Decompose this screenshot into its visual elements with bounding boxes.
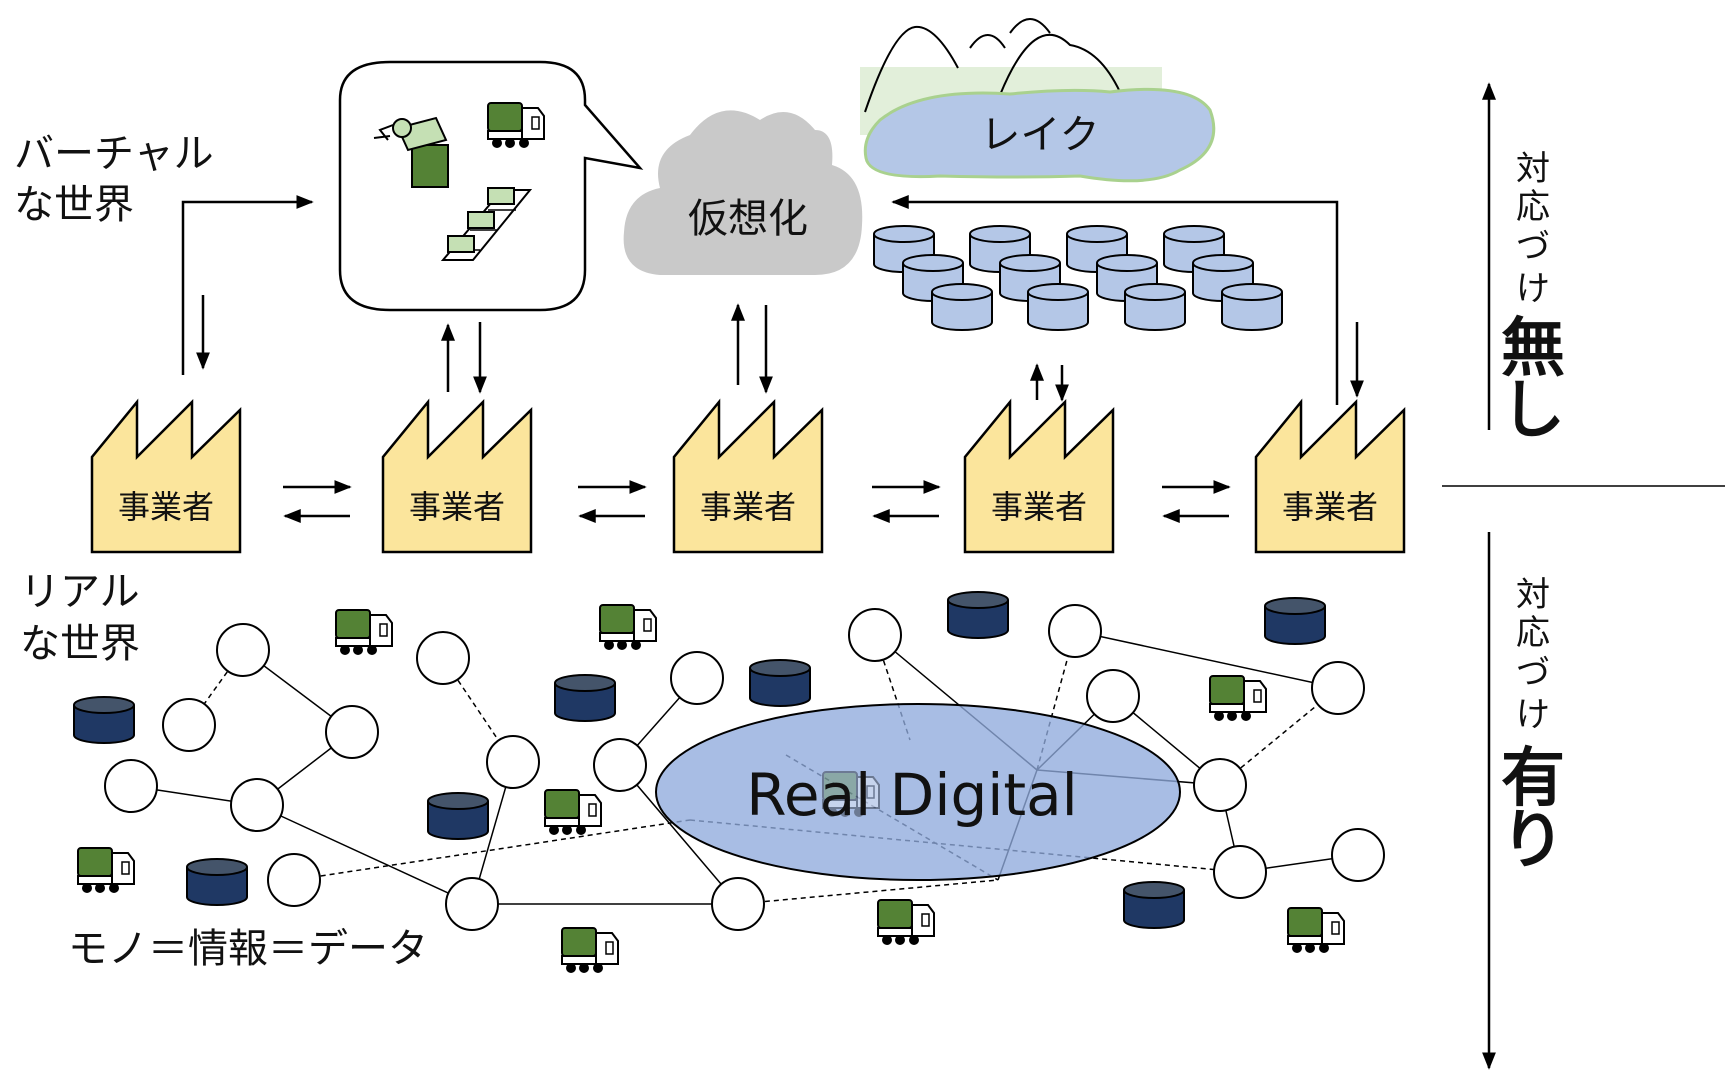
database-icon <box>947 591 1009 639</box>
truck-icon <box>877 899 935 946</box>
database-icon <box>554 674 616 722</box>
data-cylinder-cluster <box>873 225 1283 331</box>
network-node <box>670 651 724 705</box>
scale-bottom-big: り <box>1501 804 1565 878</box>
factory-label: 事業者 <box>991 488 1087 526</box>
scale-top-big: し <box>1501 374 1565 448</box>
network-node <box>416 631 470 685</box>
scale-top-big: 無 <box>1501 312 1565 386</box>
virtual-to-bubble-arrow <box>181 195 314 375</box>
database-icon <box>427 792 489 840</box>
factory-3: 事業者 <box>672 400 824 554</box>
database-icon <box>186 858 248 906</box>
real-world-line1: リアル <box>20 569 140 615</box>
network-node <box>325 705 379 759</box>
factory-4: 事業者 <box>963 400 1115 554</box>
database-icon <box>931 283 993 331</box>
database-icon <box>1221 283 1283 331</box>
truck-icon <box>561 927 619 974</box>
database-icon <box>1264 597 1326 645</box>
database-icon <box>1123 881 1185 929</box>
network-node <box>848 608 902 662</box>
real-world-line2: な世界 <box>20 621 140 667</box>
conveyor-icon <box>440 187 533 261</box>
truck-icon <box>544 789 602 836</box>
data-lake: レイク <box>860 18 1216 183</box>
virtual-world-line1: バーチャル <box>14 131 214 177</box>
database-icon <box>1027 283 1089 331</box>
factory-label: 事業者 <box>118 488 214 526</box>
truck-icon <box>599 604 657 651</box>
network-node <box>1213 845 1267 899</box>
factory-label: 事業者 <box>1282 488 1378 526</box>
virtual-world-label: バーチャル な世界 <box>14 131 214 228</box>
scale-top-char: 応 <box>1516 187 1550 227</box>
formula-label: モノ＝情報＝データ <box>68 926 428 972</box>
truck-icon <box>77 847 135 894</box>
network-node <box>104 759 158 813</box>
network-node <box>230 778 284 832</box>
ellipse-label: Real Digital <box>746 761 1078 829</box>
network-node <box>1048 604 1102 658</box>
scale-bottom-char: 対 <box>1516 575 1550 615</box>
factory-label: 事業者 <box>409 488 505 526</box>
cloud-label: 仮想化 <box>688 196 808 242</box>
factory-5: 事業者 <box>1254 400 1406 554</box>
scale-bottom-char: づ <box>1516 653 1550 693</box>
network-node <box>445 877 499 931</box>
network-node <box>162 698 216 752</box>
truck-icon <box>335 609 393 656</box>
real-digital-ellipse: Real Digital <box>655 703 1181 881</box>
network-node <box>486 735 540 789</box>
virtual-world-line2: な世界 <box>14 182 134 228</box>
scale-bottom-big: 有 <box>1501 742 1565 816</box>
network-node <box>593 738 647 792</box>
exchange-arrows <box>283 480 1231 523</box>
network-node <box>1311 661 1365 715</box>
factory-label: 事業者 <box>700 488 796 526</box>
truck-icon <box>1287 907 1345 954</box>
database-icon <box>1124 283 1186 331</box>
network-node <box>267 853 321 907</box>
network-nodes <box>104 604 1385 931</box>
factory-1: 事業者 <box>90 400 242 554</box>
scale-top-char: 対 <box>1516 149 1550 189</box>
network-node <box>1331 828 1385 882</box>
correspondence-scale: 対 応 づ け 無 し 対 応 づ け 有 り <box>1442 82 1725 1070</box>
lake-label: レイク <box>980 112 1099 158</box>
truck-icon <box>1209 675 1267 722</box>
network-node <box>1086 669 1140 723</box>
robot-arm-icon <box>373 116 449 188</box>
scale-bottom-char: け <box>1516 695 1550 735</box>
scale-top-char: づ <box>1516 227 1550 267</box>
network-node <box>216 623 270 677</box>
scale-top-char: け <box>1516 269 1550 309</box>
database-icon <box>73 696 135 744</box>
database-icon <box>749 659 811 707</box>
factory-2: 事業者 <box>381 400 533 554</box>
speech-bubble <box>338 60 644 312</box>
virtualization-cloud: 仮想化 <box>623 110 863 275</box>
scale-bottom-char: 応 <box>1516 613 1550 653</box>
network-node <box>1193 758 1247 812</box>
factory-to-cloud-arrow <box>891 195 1339 405</box>
network-node <box>711 877 765 931</box>
real-world-label: リアル な世界 <box>20 569 140 667</box>
